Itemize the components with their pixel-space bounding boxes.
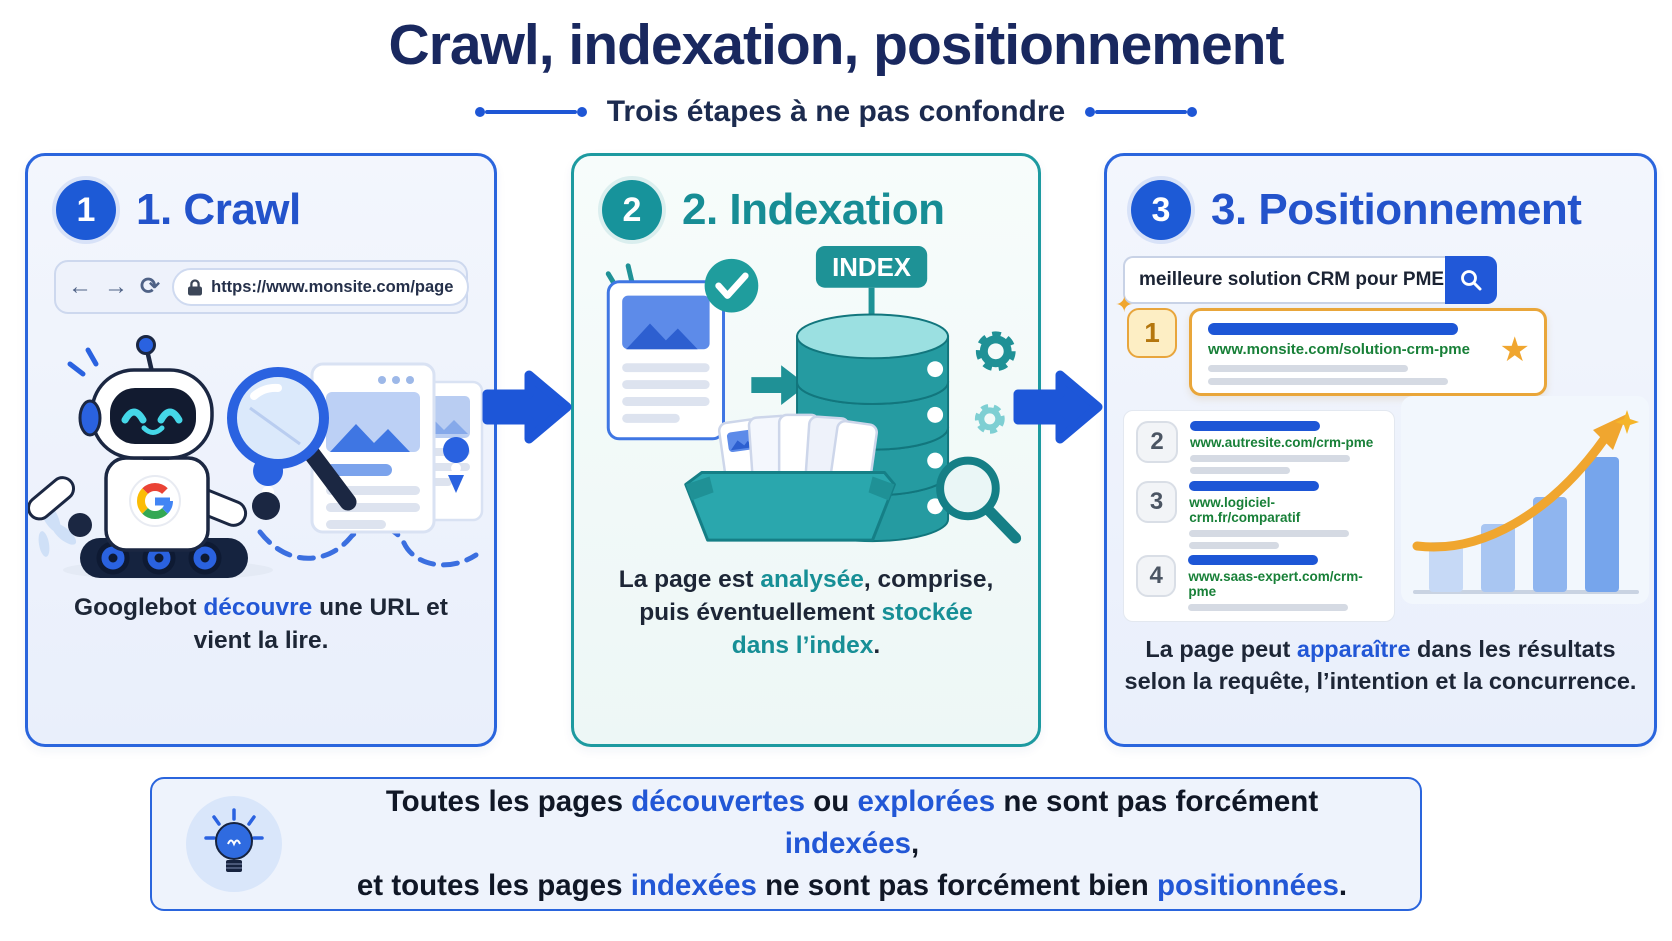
- googlebot-robot: [27, 335, 280, 580]
- address-bar[interactable]: https://www.monsite.com/page: [172, 268, 470, 306]
- indexation-illustration: INDEX: [605, 245, 1022, 544]
- sparkle-icon: ✦: [1115, 292, 1134, 317]
- reload-icon[interactable]: ⟳: [140, 273, 161, 300]
- result-1-card: www.monsite.com/solution-crm-pme ★: [1189, 308, 1547, 396]
- search-result-4[interactable]: 4 www.saas-expert.com/crm-pme: [1136, 555, 1382, 611]
- search-result-3[interactable]: 3 www.logiciel-crm.fr/comparatif: [1136, 480, 1382, 549]
- panel-indexation-heading: 2. Indexation: [682, 185, 945, 234]
- search-input[interactable]: meilleure solution CRM pour PME: [1123, 256, 1445, 304]
- search-icon: [1461, 270, 1482, 291]
- result-url[interactable]: www.saas-expert.com/crm-pme: [1188, 569, 1363, 599]
- result-title-bar: [1208, 323, 1458, 335]
- index-label: INDEX: [815, 245, 928, 316]
- search-result-2[interactable]: 2 www.autresite.com/crm-pme: [1136, 421, 1382, 474]
- results-list: 2 www.autresite.com/crm-pme 3 www.logici…: [1123, 410, 1395, 622]
- archive-box: [684, 413, 896, 542]
- rank-badge-2: 2: [1136, 421, 1178, 463]
- step-badge-2: 2: [602, 180, 662, 240]
- googlebot-illustration: [27, 335, 484, 580]
- to-index-arrow: [751, 365, 807, 405]
- panel-crawl: 1 1. Crawl ← → ⟳ https://www.monsite.com…: [25, 153, 497, 747]
- result-url[interactable]: www.monsite.com/solution-crm-pme: [1208, 341, 1470, 358]
- url-text: https://www.monsite.com/page: [211, 277, 454, 296]
- index-magnifier-icon: [936, 456, 1022, 544]
- svg-text:INDEX: INDEX: [832, 254, 911, 282]
- flow-arrow-2: [1013, 370, 1103, 444]
- result-url[interactable]: www.autresite.com/crm-pme: [1190, 435, 1374, 450]
- result-url[interactable]: www.logiciel-crm.fr/comparatif: [1189, 494, 1301, 525]
- step-badge-3: 3: [1131, 180, 1191, 240]
- growth-arrow: [1412, 433, 1610, 552]
- search-result-1[interactable]: 1 www.monsite.com/solution-crm-pme ★: [1127, 308, 1547, 396]
- key-takeaway-note: Toutes les pages découvertes ou explorée…: [150, 777, 1422, 911]
- subtitle-row: Trois étapes à ne pas confondre: [0, 95, 1672, 129]
- search-button[interactable]: [1445, 256, 1497, 304]
- check-icon: [704, 258, 759, 313]
- panel-crawl-heading: 1. Crawl: [136, 185, 301, 234]
- gear-icon-1: [975, 331, 1016, 372]
- subtitle-rule-left: [474, 107, 587, 117]
- panel-indexation: 2 2. Indexation INDEX: [571, 153, 1041, 747]
- panel-positionnement-heading: 3. Positionnement: [1211, 185, 1582, 234]
- lock-icon: [188, 278, 203, 295]
- indexation-caption: La page est analysée, comprise, puis éve…: [618, 566, 994, 660]
- page-title: Crawl, indexation, positionnement: [388, 13, 1285, 77]
- growth-bar-3: [1585, 457, 1619, 592]
- star-icon: ★: [1499, 331, 1530, 369]
- panel-positionnement: 3 3. Positionnement meilleure solution C…: [1104, 153, 1657, 747]
- flow-arrow-1: [482, 370, 572, 444]
- subtitle-rule-right: [1085, 107, 1198, 117]
- rank-badge-3: 3: [1136, 480, 1178, 523]
- crawl-caption: Googlebot découvre une URL et vient la l…: [74, 594, 448, 655]
- step-badge-1: 1: [56, 180, 116, 240]
- rank-badge-1: 1: [1127, 308, 1177, 358]
- gear-icon-2: [974, 403, 1005, 434]
- analyzed-page-card: [606, 280, 726, 441]
- rank-badge-4: 4: [1136, 555, 1177, 597]
- forward-icon[interactable]: →: [104, 273, 128, 300]
- growth-chart: [1401, 396, 1649, 604]
- growth-bar-2: [1533, 497, 1567, 592]
- location-pin-2: [443, 437, 470, 493]
- magnifier-icon: [227, 367, 357, 511]
- page-subtitle: Trois étapes à ne pas confondre: [606, 95, 1066, 128]
- positionnement-caption: La page peut apparaître dans les résulta…: [1124, 636, 1637, 694]
- growth-bar-1: [1481, 524, 1515, 592]
- note-line-1: Toutes les pages découvertes ou explorée…: [385, 785, 1319, 861]
- browser-toolbar: ← → ⟳ https://www.monsite.com/page: [54, 260, 470, 314]
- note-line-2: et toutes les pages indexées ne sont pas…: [356, 868, 1348, 902]
- growth-bar-0: [1429, 542, 1463, 592]
- lightbulb-icon: [204, 808, 264, 872]
- search-bar: meilleure solution CRM pour PME: [1123, 256, 1497, 304]
- lightbulb-badge: [186, 796, 282, 892]
- back-icon[interactable]: ←: [68, 273, 92, 300]
- webpage-card-front: [310, 362, 436, 534]
- sparkle-icon: [1615, 410, 1639, 434]
